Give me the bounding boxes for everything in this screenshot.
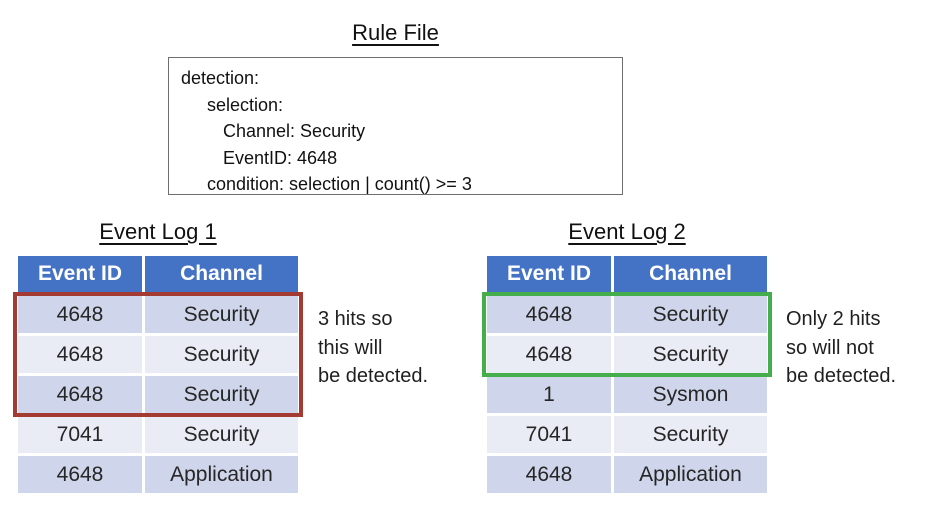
table-row: 1 Sysmon	[487, 376, 767, 413]
note-line: this will	[318, 336, 383, 359]
rule-file-box: detection: selection: Channel: Security …	[168, 57, 623, 195]
table-header-row: Event ID Channel	[487, 256, 767, 292]
rule-line-detection: detection:	[181, 68, 260, 88]
table-row: 4648 Security	[487, 336, 767, 373]
cell-event-id: 4648	[18, 376, 142, 413]
table-row: 4648 Application	[487, 456, 767, 493]
event-log-1-title: Event Log 1	[99, 219, 217, 244]
note-line: be detected.	[786, 365, 897, 387]
rule-line-condition: condition: selection | count() >= 3	[207, 174, 472, 194]
table-row: 7041 Security	[18, 416, 298, 453]
note-line: 3 hits so	[318, 308, 393, 330]
cell-channel: Security	[145, 376, 298, 413]
note-line: Only 2 hits	[786, 308, 881, 330]
table-row: 7041 Security	[487, 416, 767, 453]
cell-channel: Security	[614, 296, 767, 333]
event-log-2-note: Only 2 hits so will not be detected.	[786, 305, 896, 391]
cell-channel: Application	[614, 456, 767, 493]
table-row: 4648 Security	[18, 336, 298, 373]
cell-channel: Security	[145, 296, 298, 333]
column-header-channel: Channel	[614, 256, 767, 292]
table-row: 4648 Security	[18, 376, 298, 413]
table-row: 4648 Security	[18, 296, 298, 333]
event-log-2-table: Event ID Channel 4648 Security 4648 Secu…	[487, 256, 767, 496]
table-header-row: Event ID Channel	[18, 256, 298, 292]
cell-event-id: 4648	[18, 296, 142, 333]
rule-line-eventid: EventID: 4648	[223, 147, 338, 168]
cell-event-id: 4648	[487, 296, 611, 333]
rule-line-selection: selection:	[207, 94, 284, 115]
column-header-event-id: Event ID	[487, 256, 611, 292]
cell-channel: Security	[614, 336, 767, 373]
column-header-event-id: Event ID	[18, 256, 142, 292]
event-log-2-title: Event Log 2	[568, 219, 686, 244]
table-row: 4648 Security	[487, 296, 767, 333]
cell-channel: Sysmon	[614, 376, 767, 413]
rule-file-title: Rule File	[352, 20, 439, 45]
cell-event-id: 7041	[18, 416, 142, 453]
note-line: be detected.	[318, 365, 429, 387]
note-line: so will not	[786, 336, 874, 359]
rule-line-channel: Channel: Security	[223, 121, 366, 141]
cell-event-id: 1	[487, 376, 611, 413]
cell-channel: Security	[145, 416, 298, 453]
event-log-1-table: Event ID Channel 4648 Security 4648 Secu…	[18, 256, 298, 496]
event-log-1-note: 3 hits so this will be detected.	[318, 305, 428, 391]
cell-event-id: 4648	[18, 456, 142, 493]
cell-event-id: 4648	[487, 456, 611, 493]
cell-event-id: 7041	[487, 416, 611, 453]
table-row: 4648 Application	[18, 456, 298, 493]
cell-event-id: 4648	[18, 336, 142, 373]
cell-channel: Application	[145, 456, 298, 493]
cell-event-id: 4648	[487, 336, 611, 373]
column-header-channel: Channel	[145, 256, 298, 292]
cell-channel: Security	[614, 416, 767, 453]
cell-channel: Security	[145, 336, 298, 373]
